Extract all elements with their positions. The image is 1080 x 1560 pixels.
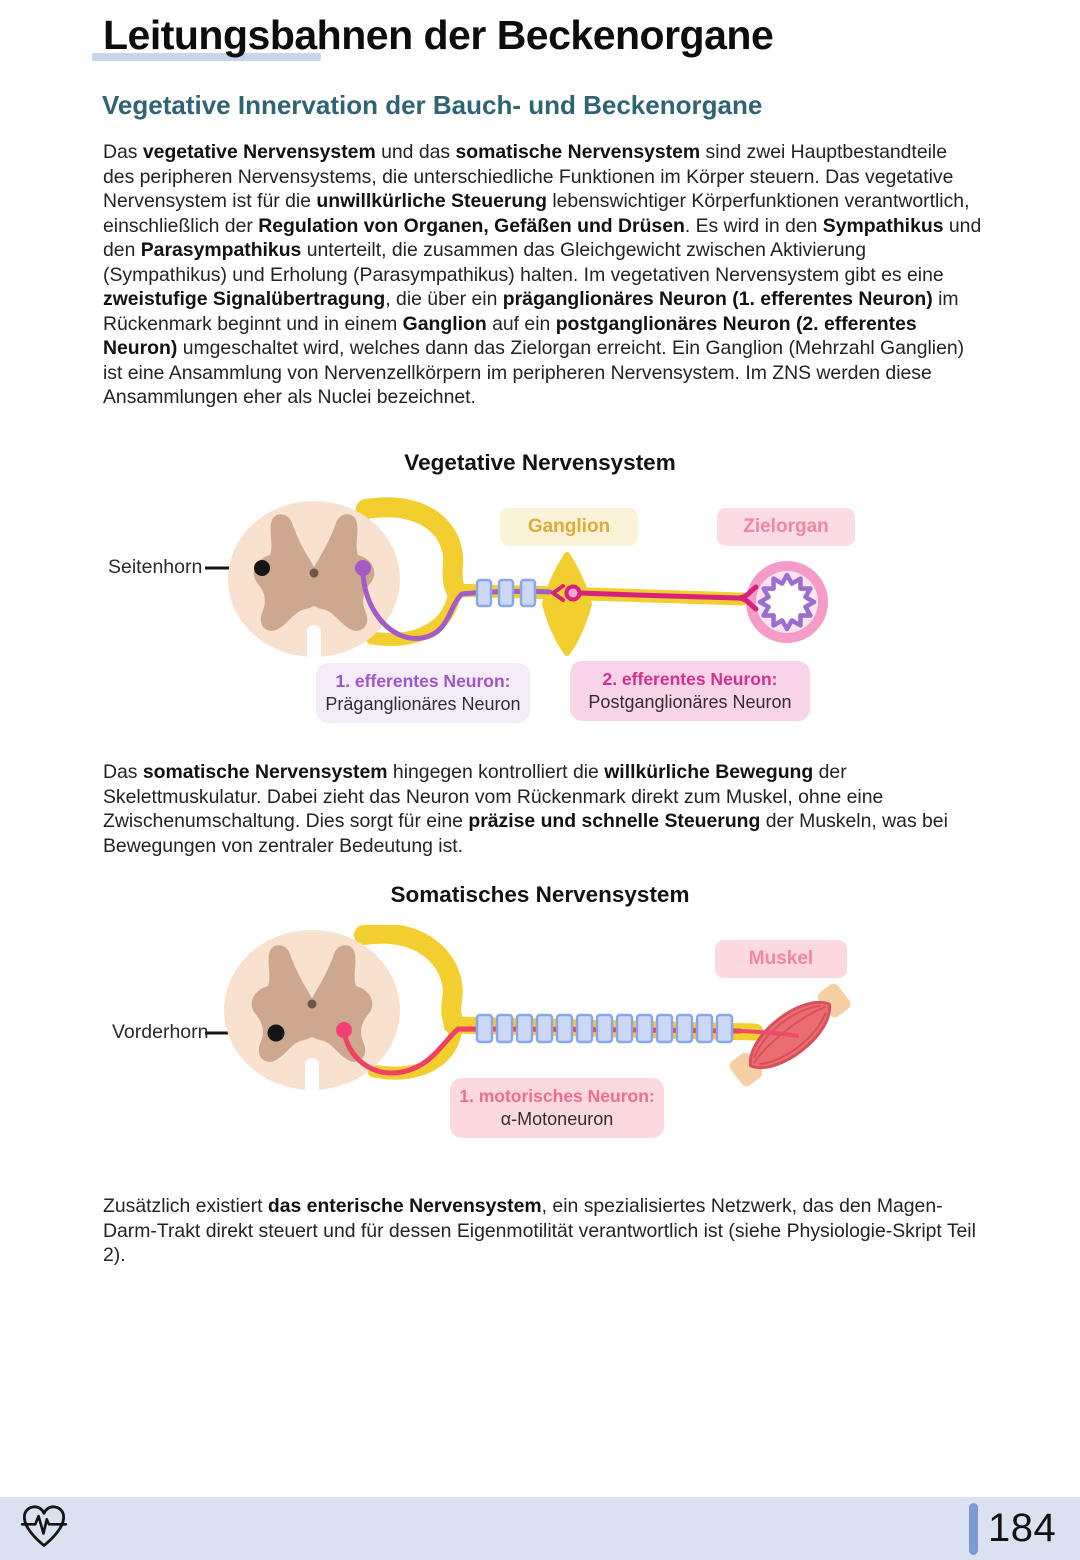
vorderhorn-dot	[267, 1024, 285, 1042]
vegetative-pathway-illustration	[205, 497, 828, 665]
target-organ-illustration	[746, 561, 828, 643]
second-efferent-neuron-title: 2. efferentes Neuron:	[602, 669, 778, 689]
postganglionic-axon	[577, 584, 759, 612]
central-canal-dot	[309, 568, 319, 578]
paragraph-enteric: Zusätzlich existiert das enterische Nerv…	[103, 1195, 976, 1266]
myelin-sheath-segments	[475, 1013, 734, 1044]
motoneuron-soma-dot	[336, 1022, 352, 1038]
second-efferent-neuron-box: 2. efferentes Neuron: Postganglionäres N…	[570, 661, 810, 721]
title-underline-bar	[92, 53, 321, 61]
vorderhorn-label: Vorderhorn	[112, 1021, 209, 1043]
page-number: 184	[988, 1506, 1057, 1550]
motor-neuron-title: 1. motorisches Neuron:	[459, 1086, 655, 1106]
heart-ecg-icon	[20, 1505, 68, 1547]
zielorgan-tag: Zielorgan	[717, 508, 855, 546]
first-efferent-neuron-box: 1. efferentes Neuron: Präganglionäres Ne…	[316, 663, 530, 723]
ganglion-shape	[542, 552, 592, 656]
ganglion-tag: Ganglion	[500, 508, 638, 546]
section-heading: Vegetative Innervation der Bauch- und Be…	[102, 90, 763, 120]
nerve-root-loop	[354, 925, 764, 1080]
motor-neuron-box: 1. motorisches Neuron: α-Motoneuron	[450, 1078, 664, 1138]
synapse-terminal	[551, 584, 565, 602]
myelin-sheath-segments	[475, 578, 537, 608]
spinal-cord-cross-section	[228, 501, 400, 665]
preganglionic-soma-dot	[355, 560, 371, 576]
anterior-fissure-notch	[305, 1058, 319, 1098]
second-efferent-neuron-subtitle: Postganglionäres Neuron	[588, 692, 792, 712]
diagram-title-vegetative: Vegetative Nervensystem	[404, 450, 676, 475]
page-number-accent-bar	[969, 1503, 978, 1555]
first-efferent-neuron-title: 1. efferentes Neuron:	[335, 671, 511, 691]
page-title: Leitungsbahnen der Beckenorgane	[103, 12, 774, 58]
anterior-fissure-notch	[307, 625, 321, 665]
somatic-pathway-illustration	[205, 925, 851, 1098]
seitenhorn-dot	[254, 560, 270, 576]
muskel-tag: Muskel	[715, 940, 847, 978]
seitenhorn-label: Seitenhorn	[108, 556, 203, 578]
diagram-title-somatic: Somatisches Nervensystem	[390, 882, 690, 907]
paragraph-somatic: Das somatische Nervensystem hingegen kon…	[103, 761, 948, 857]
paragraph-vegetative-intro: Das vegetative Nervensystem und das soma…	[103, 141, 982, 408]
motor-axon-ending	[738, 1029, 799, 1038]
motor-neuron-subtitle: α-Motoneuron	[500, 1109, 614, 1129]
footer-band: 184	[0, 1497, 1080, 1560]
central-canal-dot	[307, 999, 317, 1009]
first-efferent-neuron-subtitle: Präganglionäres Neuron	[325, 694, 521, 714]
